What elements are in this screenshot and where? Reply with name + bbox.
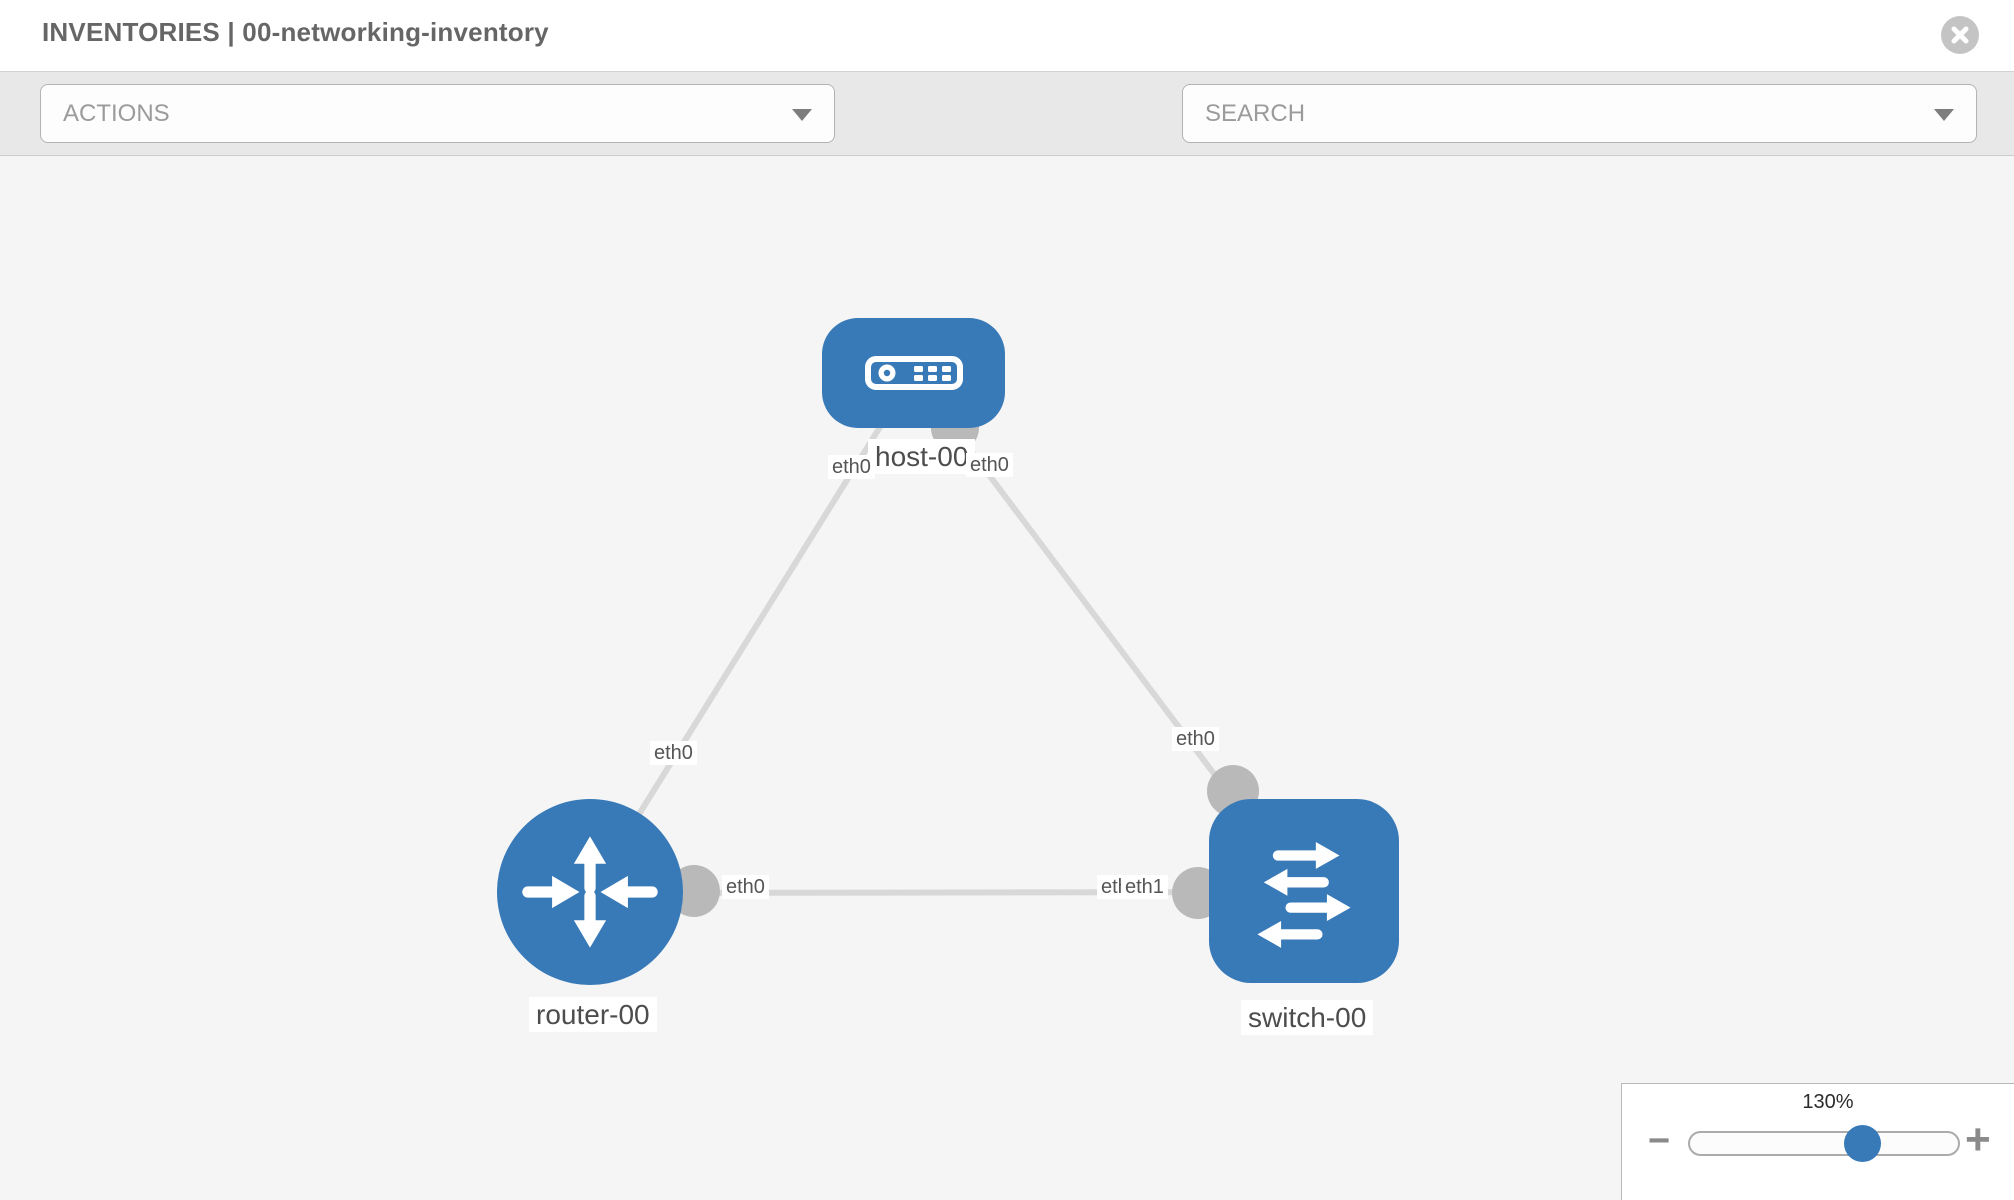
node-label-router-00: router-00 (529, 997, 657, 1032)
close-icon (1951, 26, 1969, 44)
node-router-00[interactable] (497, 799, 683, 985)
zoom-slider-thumb[interactable] (1844, 1125, 1881, 1162)
router-arrows-icon (522, 836, 658, 948)
search-dropdown[interactable]: SEARCH (1182, 84, 1977, 143)
links-layer (587, 372, 1306, 919)
zoom-control-panel: 130% − + (1621, 1083, 2014, 1200)
zoom-slider-track[interactable] (1688, 1131, 1960, 1156)
node-label-switch-00: switch-00 (1241, 1000, 1374, 1035)
actions-dropdown-label: ACTIONS (63, 99, 170, 127)
zoom-level-value: 130% (1802, 1091, 1854, 1113)
interface-label-switch-eth1: eth1 (1121, 875, 1168, 899)
search-placeholder: SEARCH (1205, 99, 1306, 127)
node-host-00[interactable] (822, 318, 1005, 428)
header: INVENTORIES | 00-networking-inventory (0, 0, 2014, 71)
zoom-in-button[interactable]: + (1965, 1115, 1991, 1164)
interface-label-switch-eth0: eth0 (1172, 727, 1219, 751)
switch-arrows-icon (1257, 842, 1351, 948)
toolbar: ACTIONS SEARCH (0, 71, 2014, 204)
interface-label-router-eth0-uplink: eth0 (650, 741, 697, 765)
actions-dropdown[interactable]: ACTIONS (40, 84, 835, 143)
interface-label-host-eth0-right: eth0 (966, 453, 1013, 477)
chevron-down-icon (1934, 109, 1954, 121)
zoom-out-button[interactable]: − (1648, 1120, 1671, 1162)
page-title: INVENTORIES | 00-networking-inventory (42, 17, 549, 47)
interface-label-router-eth0: eth0 (722, 875, 769, 899)
node-switch-00[interactable] (1209, 799, 1399, 983)
close-button[interactable] (1941, 16, 1979, 54)
chevron-down-icon (792, 109, 812, 121)
node-label-host-00: host-00 (868, 439, 976, 474)
server-icon (864, 356, 963, 390)
topology-canvas[interactable]: host-00 router-00 switch-00 eth0 eth0 et… (0, 156, 2014, 1200)
interface-label-host-eth0-left: eth0 (828, 455, 875, 479)
